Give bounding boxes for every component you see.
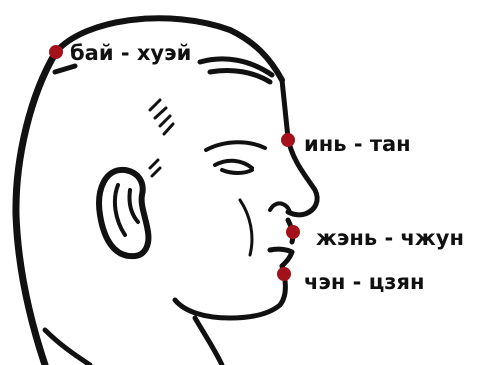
- skull-outline: [16, 52, 56, 365]
- forehead-outline: [282, 80, 288, 138]
- chin-jaw-outline: [175, 266, 286, 318]
- label-bai-huei: бай - хуэй: [70, 43, 191, 64]
- point-marker-bai-huei: [49, 45, 63, 59]
- ear-inner: [115, 185, 138, 235]
- cheek-line: [240, 200, 252, 255]
- neck-back-outline: [45, 330, 90, 365]
- point-marker-zhen-zhong: [286, 225, 300, 239]
- label-zhen-zhong: жэнь - чжун: [316, 228, 464, 249]
- hair-dash-left: [55, 66, 75, 72]
- sideburn-hatching: [150, 100, 173, 176]
- label-cheng-jiang: чэн - цзян: [304, 272, 424, 293]
- eyebrow: [206, 142, 265, 150]
- label-yin-tang: инь - тан: [304, 134, 411, 155]
- ear-outline: [99, 170, 148, 256]
- point-marker-yin-tang: [281, 133, 295, 147]
- hair-strands: [200, 59, 272, 82]
- neck-outline: [195, 318, 222, 365]
- eye: [215, 161, 252, 173]
- point-marker-cheng-jiang: [277, 267, 291, 281]
